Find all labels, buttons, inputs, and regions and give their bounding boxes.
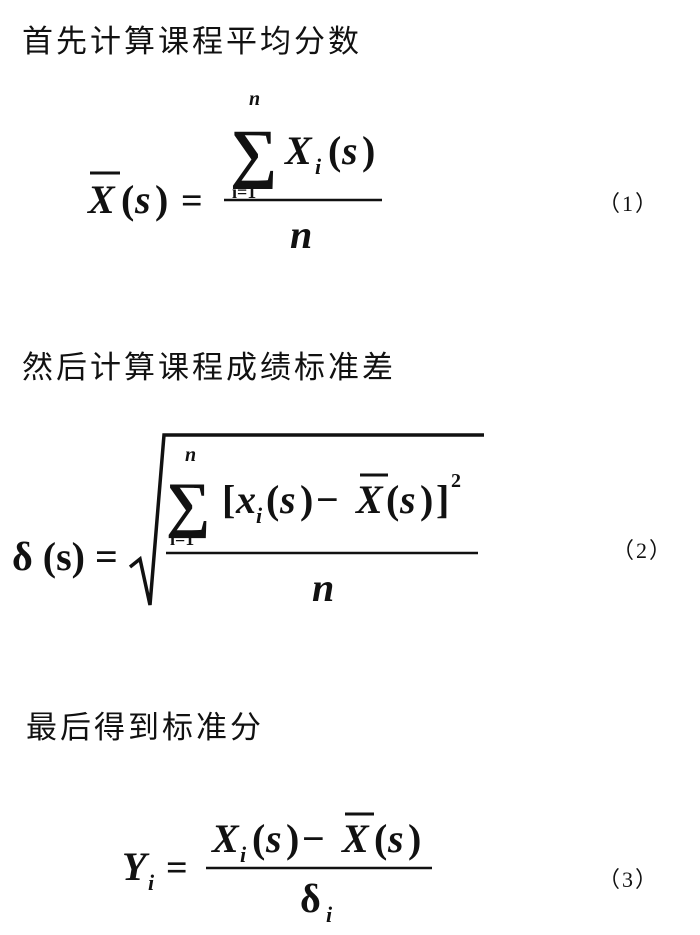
num-mean-arg-close: ) [408, 816, 421, 861]
num-arg-close: ) [286, 816, 299, 861]
equation-number-1: （1） [598, 191, 660, 216]
sum-upper: n [249, 88, 260, 110]
denominator-2: n [312, 565, 334, 610]
term-arg-s: s [279, 477, 296, 522]
lhs-mean-s: s [134, 177, 151, 222]
heading-stddev: 然后计算课程成绩标准差 [22, 350, 396, 386]
lhs-mean-x: X [86, 177, 116, 222]
term-arg-open: ( [266, 477, 279, 522]
num-arg-open: ( [252, 816, 265, 861]
sum-symbol-2: ∑ [166, 471, 210, 539]
numerator-arg-open: ( [328, 128, 341, 173]
numerator-x: X [283, 128, 313, 173]
den-delta: δ [300, 876, 321, 921]
term-arg-close: ) [300, 477, 313, 522]
term-mean-arg-s: s [399, 477, 416, 522]
equation-number-3: （3） [598, 867, 660, 892]
lhs-mean-close: ) [155, 177, 168, 222]
term-mean-x: X [354, 477, 384, 522]
numerator-sub: i [315, 154, 322, 179]
sum-symbol: ∑ [230, 117, 277, 190]
lhs-delta: δ (s) = [12, 534, 118, 579]
lhs-y: Y [122, 844, 150, 889]
sum-lower: i=1 [232, 182, 256, 202]
lhs-mean-arg: ( [121, 177, 134, 222]
lhs-mean-equals: = [181, 180, 203, 222]
bracket-close: ] [436, 477, 449, 522]
equation-stddev: δ (s) = n ∑ i=1 [ x i ( s ) − X ( s ) ] … [12, 433, 484, 610]
equation-standard-score: Y i = X i ( s ) − X ( s ) δ i [122, 812, 432, 927]
term-mean-arg-open: ( [386, 477, 399, 522]
term-x: x [235, 477, 256, 522]
equation-number-2: （2） [612, 538, 674, 563]
heading-standard-score: 最后得到标准分 [26, 710, 264, 746]
numerator-arg-s: s [341, 128, 358, 173]
num-minus: − [302, 816, 325, 861]
sum-upper-2: n [185, 444, 196, 466]
equation-mean: X ( s ) = n ∑ i=1 X i ( s ) n [86, 88, 382, 257]
numerator-arg-close: ) [362, 128, 375, 173]
num-arg-s: s [265, 816, 282, 861]
lhs-equals-3: = [166, 847, 188, 889]
sqrt-sign [128, 433, 484, 606]
exponent: 2 [451, 470, 461, 492]
heading-mean: 首先计算课程平均分数 [22, 24, 362, 60]
denominator: n [290, 212, 312, 257]
bracket-open: [ [222, 477, 235, 522]
term-sub: i [256, 503, 263, 528]
num-x: X [210, 816, 240, 861]
num-mean-x: X [340, 816, 370, 861]
sum-lower-2: i=1 [170, 529, 194, 549]
den-sub: i [326, 902, 333, 927]
term-mean-arg-close: ) [420, 477, 433, 522]
num-sub: i [240, 842, 247, 867]
num-mean-arg-open: ( [374, 816, 387, 861]
lhs-y-sub: i [148, 870, 155, 895]
num-mean-arg-s: s [387, 816, 404, 861]
term-minus: − [316, 477, 339, 522]
